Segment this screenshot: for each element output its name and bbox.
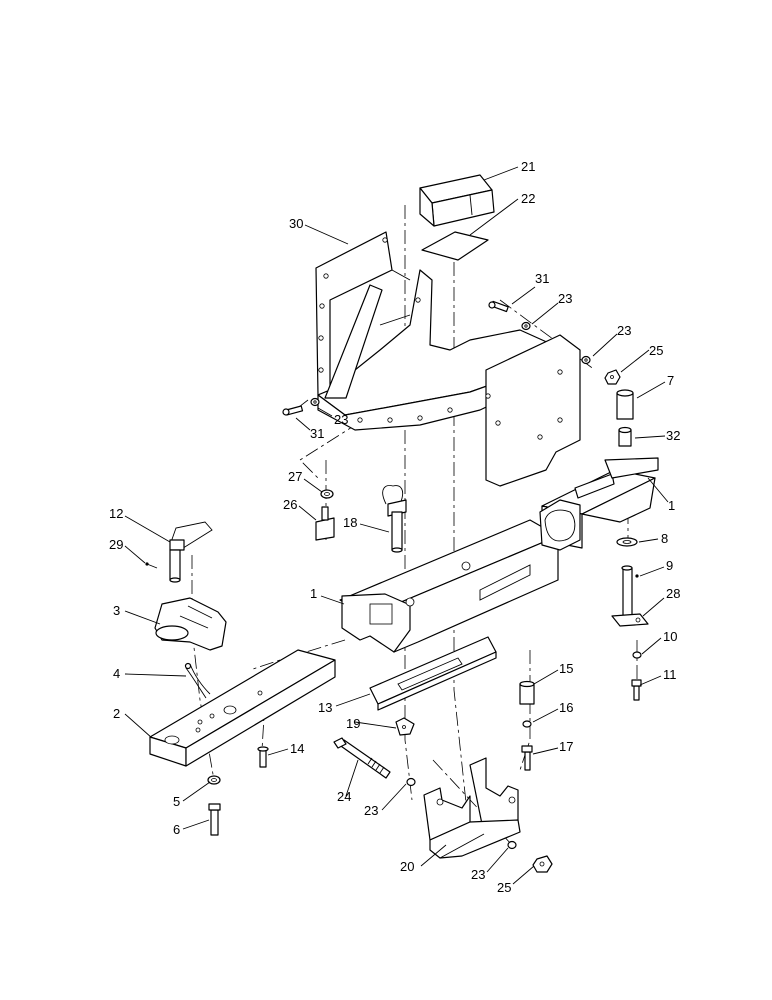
- callout-14: 14: [290, 741, 304, 756]
- part-16-washer: [522, 720, 532, 728]
- callout-17: 17: [559, 739, 573, 754]
- callout-18: 18: [343, 515, 357, 530]
- part-13-slotted-plate: [369, 636, 497, 711]
- part-26-key: [315, 506, 335, 541]
- part-23-washer-bolt24: [406, 777, 416, 787]
- callout-25: 25: [649, 343, 663, 358]
- callout-23: 23: [617, 323, 631, 338]
- callout-15: 15: [559, 661, 573, 676]
- part-28-plate: [611, 613, 649, 627]
- part-30-frame-bracket: [315, 231, 581, 487]
- part-2-drawbar: [149, 649, 336, 767]
- part-4-spring-clip: [184, 662, 211, 699]
- part-22-pad: [421, 231, 489, 261]
- callout-6: 6: [173, 822, 180, 837]
- part-29-pin: [145, 562, 158, 569]
- part-8-washer: [616, 537, 638, 547]
- part-11-bolt: [631, 679, 642, 701]
- callout-1: 1: [310, 586, 317, 601]
- callout-23: 23: [364, 803, 378, 818]
- callout-1: 1: [668, 498, 675, 513]
- part-7-bushing: [616, 389, 634, 420]
- callout-16: 16: [559, 700, 573, 715]
- callout-22: 22: [521, 191, 535, 206]
- callout-32: 32: [666, 428, 680, 443]
- callout-21: 21: [521, 159, 535, 174]
- part-3-hitch-jaw: [154, 597, 227, 651]
- part-9-pin: [621, 565, 639, 617]
- callout-8: 8: [661, 531, 668, 546]
- part-23-washer-bottom: [507, 840, 517, 850]
- callout-labels: 21 22 30 31 23 23 25 7 32 31 23 1 27 26 …: [109, 159, 680, 895]
- part-25-nut-bottom: [532, 855, 553, 873]
- part-23-washer-lower: [310, 397, 320, 407]
- callout-11: 11: [663, 667, 677, 682]
- callout-13: 13: [318, 700, 332, 715]
- callout-10: 10: [663, 629, 677, 644]
- leader-lines: [124, 166, 669, 885]
- part-21-top-cap: [419, 174, 495, 227]
- callout-27: 27: [288, 469, 302, 484]
- callout-30: 30: [289, 216, 303, 231]
- part-19-clip: [395, 717, 415, 736]
- callout-4: 4: [113, 666, 120, 681]
- callout-3: 3: [113, 603, 120, 618]
- callout-23: 23: [558, 291, 572, 306]
- part-17-bolt: [521, 745, 533, 771]
- part-23-washer-upper-b: [581, 355, 591, 365]
- callout-26: 26: [283, 497, 297, 512]
- callout-12: 12: [109, 506, 123, 521]
- callout-20: 20: [400, 859, 414, 874]
- callout-23: 23: [334, 412, 348, 427]
- callout-5: 5: [173, 794, 180, 809]
- part-6-bolt: [208, 803, 221, 836]
- callout-23: 23: [471, 867, 485, 882]
- part-23-washer-upper-a: [521, 321, 531, 331]
- part-24-threaded-bolt: [333, 737, 391, 779]
- part-27-clip: [320, 489, 334, 499]
- part-25-nut-upper: [604, 369, 621, 385]
- callout-31: 31: [310, 426, 324, 441]
- part-32-spacer: [618, 426, 632, 447]
- callout-2: 2: [113, 706, 120, 721]
- part-31-bolt-lower: [282, 405, 304, 416]
- part-20-u-bracket: [423, 757, 521, 859]
- part-12-hitch-pin: [169, 521, 213, 583]
- part-1-outer-tube: [539, 457, 659, 551]
- part-5-washer: [207, 775, 221, 785]
- callout-29: 29: [109, 537, 123, 552]
- part-15-spacer: [519, 680, 535, 705]
- part-31-bolt-upper: [488, 300, 509, 313]
- callout-31: 31: [535, 271, 549, 286]
- part-18-lock-pin: [382, 485, 407, 553]
- callout-9: 9: [666, 558, 673, 573]
- part-1-inner-tube: [339, 519, 559, 653]
- callout-28: 28: [666, 586, 680, 601]
- part-10-washer: [632, 651, 642, 659]
- callout-25: 25: [497, 880, 511, 895]
- callout-7: 7: [667, 373, 674, 388]
- callout-19: 19: [346, 716, 360, 731]
- part-14-bolt: [257, 746, 269, 768]
- callout-24: 24: [337, 789, 351, 804]
